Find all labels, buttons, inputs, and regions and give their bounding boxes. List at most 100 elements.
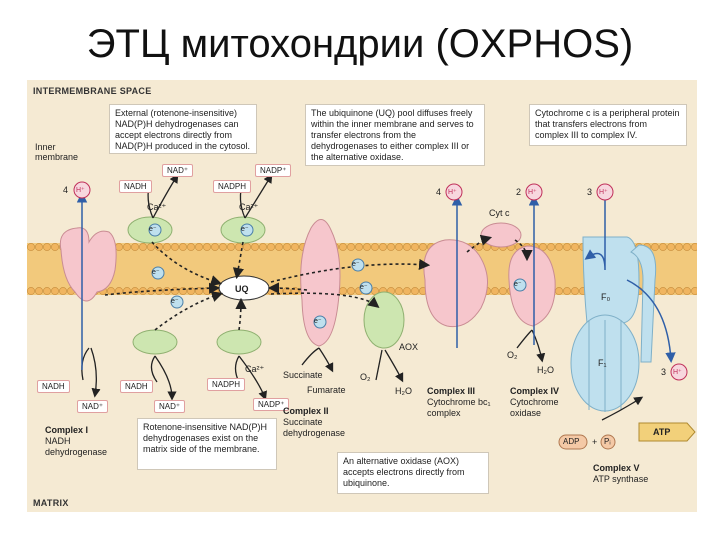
lipid-head bbox=[403, 287, 411, 295]
slide-title: ЭТЦ митохондрии (OXPHOS) bbox=[86, 22, 634, 66]
lipid-head bbox=[187, 243, 195, 251]
complex-4-desc: Cytochrome oxidase bbox=[510, 397, 559, 418]
lipid-head bbox=[491, 287, 499, 295]
lipid-head bbox=[59, 287, 67, 295]
o2-aox: O₂ bbox=[360, 372, 371, 382]
c5-proton-in: H⁺ bbox=[599, 189, 608, 196]
c4-proton: H⁺ bbox=[528, 189, 537, 196]
lipid-head bbox=[563, 287, 571, 295]
complex-1-name: Complex I bbox=[45, 425, 89, 435]
lipid-head bbox=[571, 243, 579, 251]
lipid-head bbox=[131, 287, 139, 295]
nad-ext: NAD⁺ bbox=[162, 164, 194, 177]
succinate-label: Succinate bbox=[283, 370, 323, 380]
atp-arrow-shape bbox=[638, 422, 696, 442]
complex-3-caption: Complex III Cytochrome bc₁ complex bbox=[427, 386, 507, 419]
lipid-head bbox=[243, 243, 251, 251]
complex-4-shape bbox=[508, 245, 556, 327]
complex-3-name: Complex III bbox=[427, 386, 476, 396]
ca-ext-1: Ca²⁺ bbox=[147, 202, 167, 212]
etc-diagram: INTERMEMBRANE SPACE MATRIX Inner membran… bbox=[27, 80, 697, 512]
complex-4-name: Complex IV bbox=[510, 386, 560, 396]
lipid-head bbox=[387, 243, 395, 251]
lipid-head bbox=[395, 287, 403, 295]
lipid-head bbox=[475, 243, 483, 251]
lipid-head bbox=[659, 287, 667, 295]
lipid-head bbox=[211, 243, 219, 251]
lipid-head bbox=[379, 243, 387, 251]
c1-proton: H⁺ bbox=[76, 187, 85, 194]
lipid-head bbox=[27, 243, 35, 251]
lipid-head bbox=[347, 287, 355, 295]
lipid-head bbox=[691, 243, 697, 251]
lipid-head bbox=[539, 243, 547, 251]
lipid-head bbox=[51, 243, 59, 251]
aox-label: AOX bbox=[399, 342, 419, 352]
lipid-head bbox=[179, 243, 187, 251]
lipid-head bbox=[411, 243, 419, 251]
ca-ext-2: Ca²⁺ bbox=[239, 202, 259, 212]
complex-2-caption: Complex II Succinate dehydrogenase bbox=[283, 406, 363, 439]
lipid-head bbox=[683, 287, 691, 295]
electron-2: e⁻ bbox=[241, 226, 249, 233]
lipid-head bbox=[163, 243, 171, 251]
nadh-ext: NADH bbox=[119, 180, 152, 193]
lipid-head bbox=[283, 243, 291, 251]
note-internal-dh: Rotenone-insensitive NAD(P)H dehydrogena… bbox=[137, 418, 277, 470]
lipid-head bbox=[659, 243, 667, 251]
lipid-head bbox=[235, 243, 243, 251]
complex-5-caption: Complex V ATP synthase bbox=[593, 463, 683, 485]
f1-label: F₁ bbox=[598, 358, 607, 368]
plus-sign: + bbox=[592, 437, 598, 447]
stator-shape bbox=[630, 244, 657, 363]
lipid-head bbox=[115, 243, 123, 251]
nad-c1: NAD⁺ bbox=[77, 400, 109, 413]
lipid-head bbox=[675, 287, 683, 295]
lipid-head bbox=[203, 243, 211, 251]
h2o-aox: H₂O bbox=[395, 386, 412, 396]
lipid-head bbox=[195, 243, 203, 251]
lipid-head bbox=[35, 243, 43, 251]
complex-1-desc: NADH dehydrogenase bbox=[45, 436, 108, 457]
electron-6: e⁻ bbox=[360, 284, 368, 291]
nadh-int: NADH bbox=[120, 380, 153, 393]
lipid-head bbox=[363, 243, 371, 251]
lipid-head bbox=[227, 243, 235, 251]
lipid-head bbox=[27, 287, 35, 295]
membrane-graphics bbox=[27, 173, 697, 450]
aox-shape bbox=[363, 291, 405, 349]
complex-2-name: Complex II bbox=[283, 406, 329, 416]
lipid-head bbox=[339, 287, 347, 295]
note-uq-pool: The ubiquinone (UQ) pool diffuses freely… bbox=[305, 104, 485, 166]
cytc-label: Cyt c bbox=[489, 208, 510, 218]
lipid-head bbox=[131, 243, 139, 251]
c5-proton-in-count: 3 bbox=[587, 187, 593, 197]
lipid-head bbox=[171, 243, 179, 251]
lipid-head bbox=[115, 287, 123, 295]
electron-4: e⁻ bbox=[171, 298, 179, 305]
note-external-dh: External (rotenone-insensitive) NAD(P)H … bbox=[109, 104, 257, 154]
ims-label: INTERMEMBRANE SPACE bbox=[33, 86, 152, 96]
lipid-head bbox=[403, 243, 411, 251]
note-cytc: Cytochrome c is a peripheral protein tha… bbox=[529, 104, 687, 146]
c4-proton-count: 2 bbox=[516, 187, 522, 197]
electron-1: e⁻ bbox=[149, 226, 157, 233]
c3-proton-count: 4 bbox=[436, 187, 442, 197]
pi-label: Pᵢ bbox=[604, 437, 611, 446]
c5-proton-out: H⁺ bbox=[673, 369, 682, 376]
c3-proton: H⁺ bbox=[448, 189, 457, 196]
lipid-head bbox=[395, 243, 403, 251]
complex-3-desc: Cytochrome bc₁ complex bbox=[427, 397, 491, 418]
nadh-c1: NADH bbox=[37, 380, 70, 393]
c1-proton-count: 4 bbox=[63, 185, 69, 195]
lipid-head bbox=[139, 243, 147, 251]
lipid-head bbox=[499, 287, 507, 295]
lipid-head bbox=[355, 243, 363, 251]
int-dh-2 bbox=[216, 329, 262, 355]
lipid-head bbox=[675, 243, 683, 251]
lipid-head bbox=[259, 243, 267, 251]
lipid-head bbox=[267, 243, 275, 251]
fo-shape bbox=[582, 236, 640, 324]
lipid-head bbox=[651, 243, 659, 251]
electron-5: e⁻ bbox=[352, 261, 360, 268]
